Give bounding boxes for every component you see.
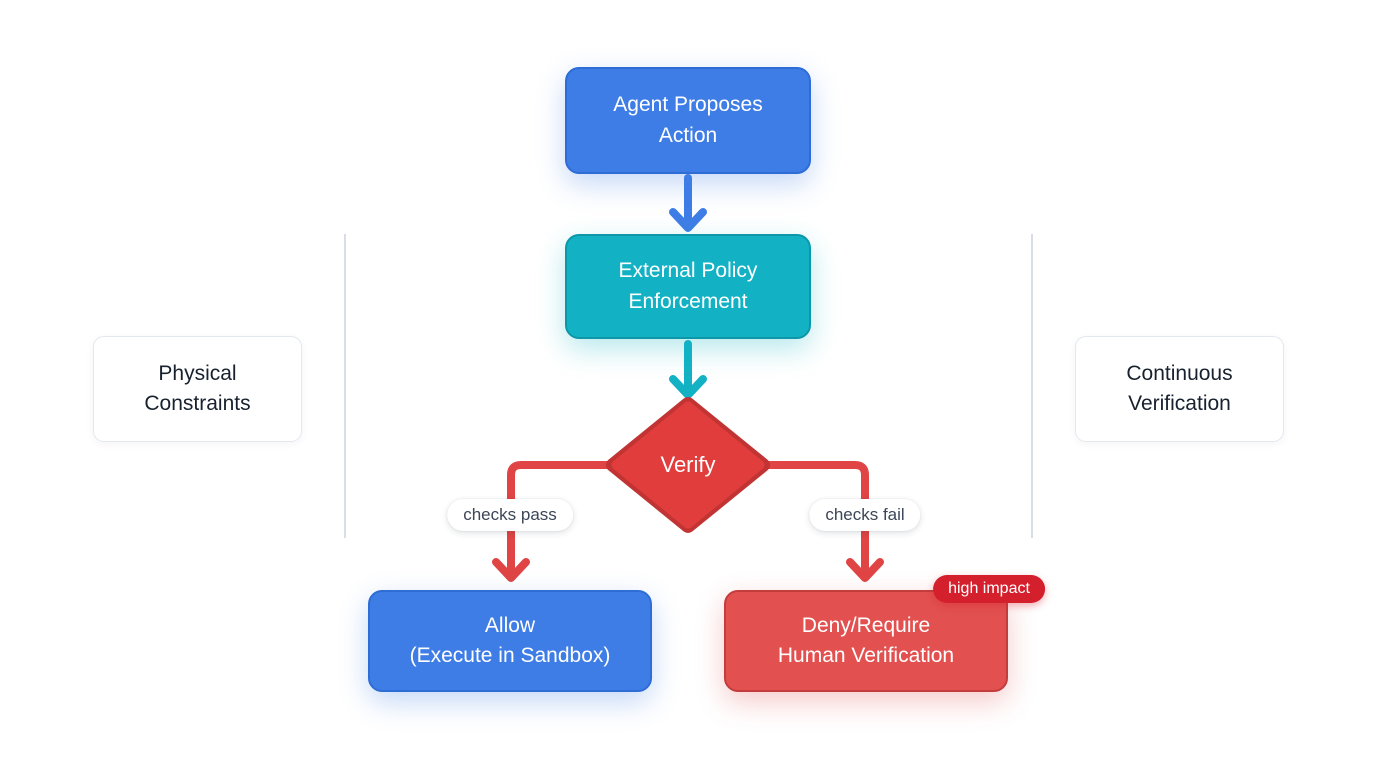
high-impact-badge: high impact <box>933 575 1045 603</box>
left-section-divider <box>344 234 346 538</box>
agent-proposes-action-node: Agent Proposes Action <box>565 67 811 174</box>
physical-constraints-label: Physical Constraints <box>144 361 251 415</box>
verify-diamond-node <box>606 397 770 533</box>
deny-label: Deny/Require Human Verification <box>777 613 955 667</box>
right-section-divider <box>1031 234 1033 538</box>
checks-fail-edge-label: checks fail <box>809 499 921 531</box>
checks-pass-edge-label: checks pass <box>447 499 573 531</box>
continuous-verification-label: Continuous Verification <box>1126 361 1233 415</box>
allow-label: Allow (Execute in Sandbox) <box>409 613 611 667</box>
arrow-verify-to-deny <box>732 461 884 582</box>
external-policy-enforcement-label: External Policy Enforcement <box>618 259 758 313</box>
arrow-agent-to-policy <box>669 174 707 232</box>
physical-constraints-box: Physical Constraints <box>93 336 302 442</box>
verify-label: Verify <box>660 452 716 477</box>
continuous-verification-box: Continuous Verification <box>1075 336 1284 442</box>
agent-proposes-action-label: Agent Proposes Action <box>613 93 763 147</box>
deny-node: Deny/Require Human Verification <box>724 590 1008 692</box>
allow-node: Allow (Execute in Sandbox) <box>368 590 652 692</box>
external-policy-enforcement-node: External Policy Enforcement <box>565 234 811 339</box>
arrow-verify-to-allow <box>492 461 644 582</box>
arrow-policy-to-verify <box>669 340 707 399</box>
